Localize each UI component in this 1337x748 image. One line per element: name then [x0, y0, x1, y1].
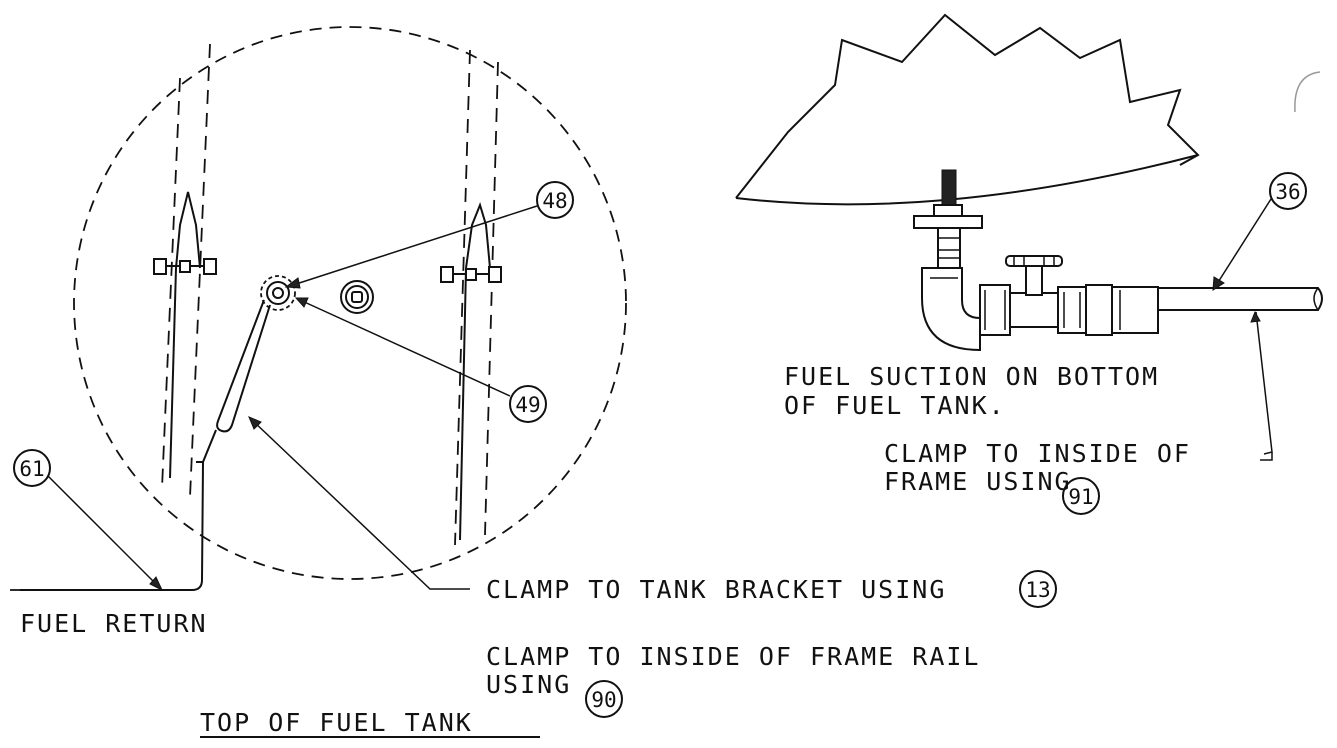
balloon-91-text: 91 [1068, 485, 1093, 509]
clamp-bracket-leader [248, 416, 470, 590]
fuel-tank-break-outline [735, 13, 1200, 199]
fuel-return-tube [20, 299, 271, 591]
note-clamp-frame-rail-line2: USING [486, 670, 571, 699]
tank-cap [340, 280, 374, 314]
balloon-90: 90 [585, 680, 623, 718]
note-clamp-frame-line1: CLAMP TO INSIDE OF [884, 439, 1191, 468]
return-fitting [260, 275, 296, 311]
top-of-tank-detail-view [10, 26, 627, 591]
note-fuel-suction-line2: OF FUEL TANK. [784, 391, 1006, 420]
balloon-13: 13 [1019, 570, 1057, 608]
balloon-48: 48 [284, 181, 574, 289]
balloon-61: 61 [13, 449, 164, 592]
balloon-91: 91 [1062, 477, 1100, 515]
note-fuel-suction-line1: FUEL SUCTION ON BOTTOM [784, 362, 1159, 391]
balloon-36: 36 [1212, 172, 1307, 291]
right-frame-rail [454, 49, 499, 546]
balloon-90-text: 90 [591, 688, 616, 712]
balloon-36-text: 36 [1275, 180, 1300, 204]
left-rail-bolt [153, 258, 217, 275]
note-clamp-frame-rail-line1: CLAMP TO INSIDE OF FRAME RAIL [486, 642, 981, 671]
balloon-49: 49 [294, 297, 547, 423]
shutoff-valve [1005, 255, 1063, 328]
balloon-49-text: 49 [515, 393, 540, 417]
balloon-48-text: 48 [542, 189, 567, 213]
fuel-suction-view [735, 13, 1323, 461]
view-title-top-of-fuel-tank: TOP OF FUEL TANK [200, 708, 473, 737]
left-frame-rail [161, 43, 211, 498]
detail-boundary-circle [73, 26, 627, 580]
note-clamp-tank-bracket: CLAMP TO TANK BRACKET USING [486, 575, 946, 604]
right-rail-bolt [440, 266, 502, 283]
note-clamp-frame-line2: FRAME USING [884, 467, 1072, 496]
balloon-13-text: 13 [1025, 578, 1050, 602]
note-fuel-return: FUEL RETURN [20, 609, 208, 638]
elbow [921, 267, 981, 352]
suction-fitting [913, 169, 983, 269]
balloon-61-text: 61 [19, 457, 44, 481]
suction-hose [1157, 287, 1323, 311]
